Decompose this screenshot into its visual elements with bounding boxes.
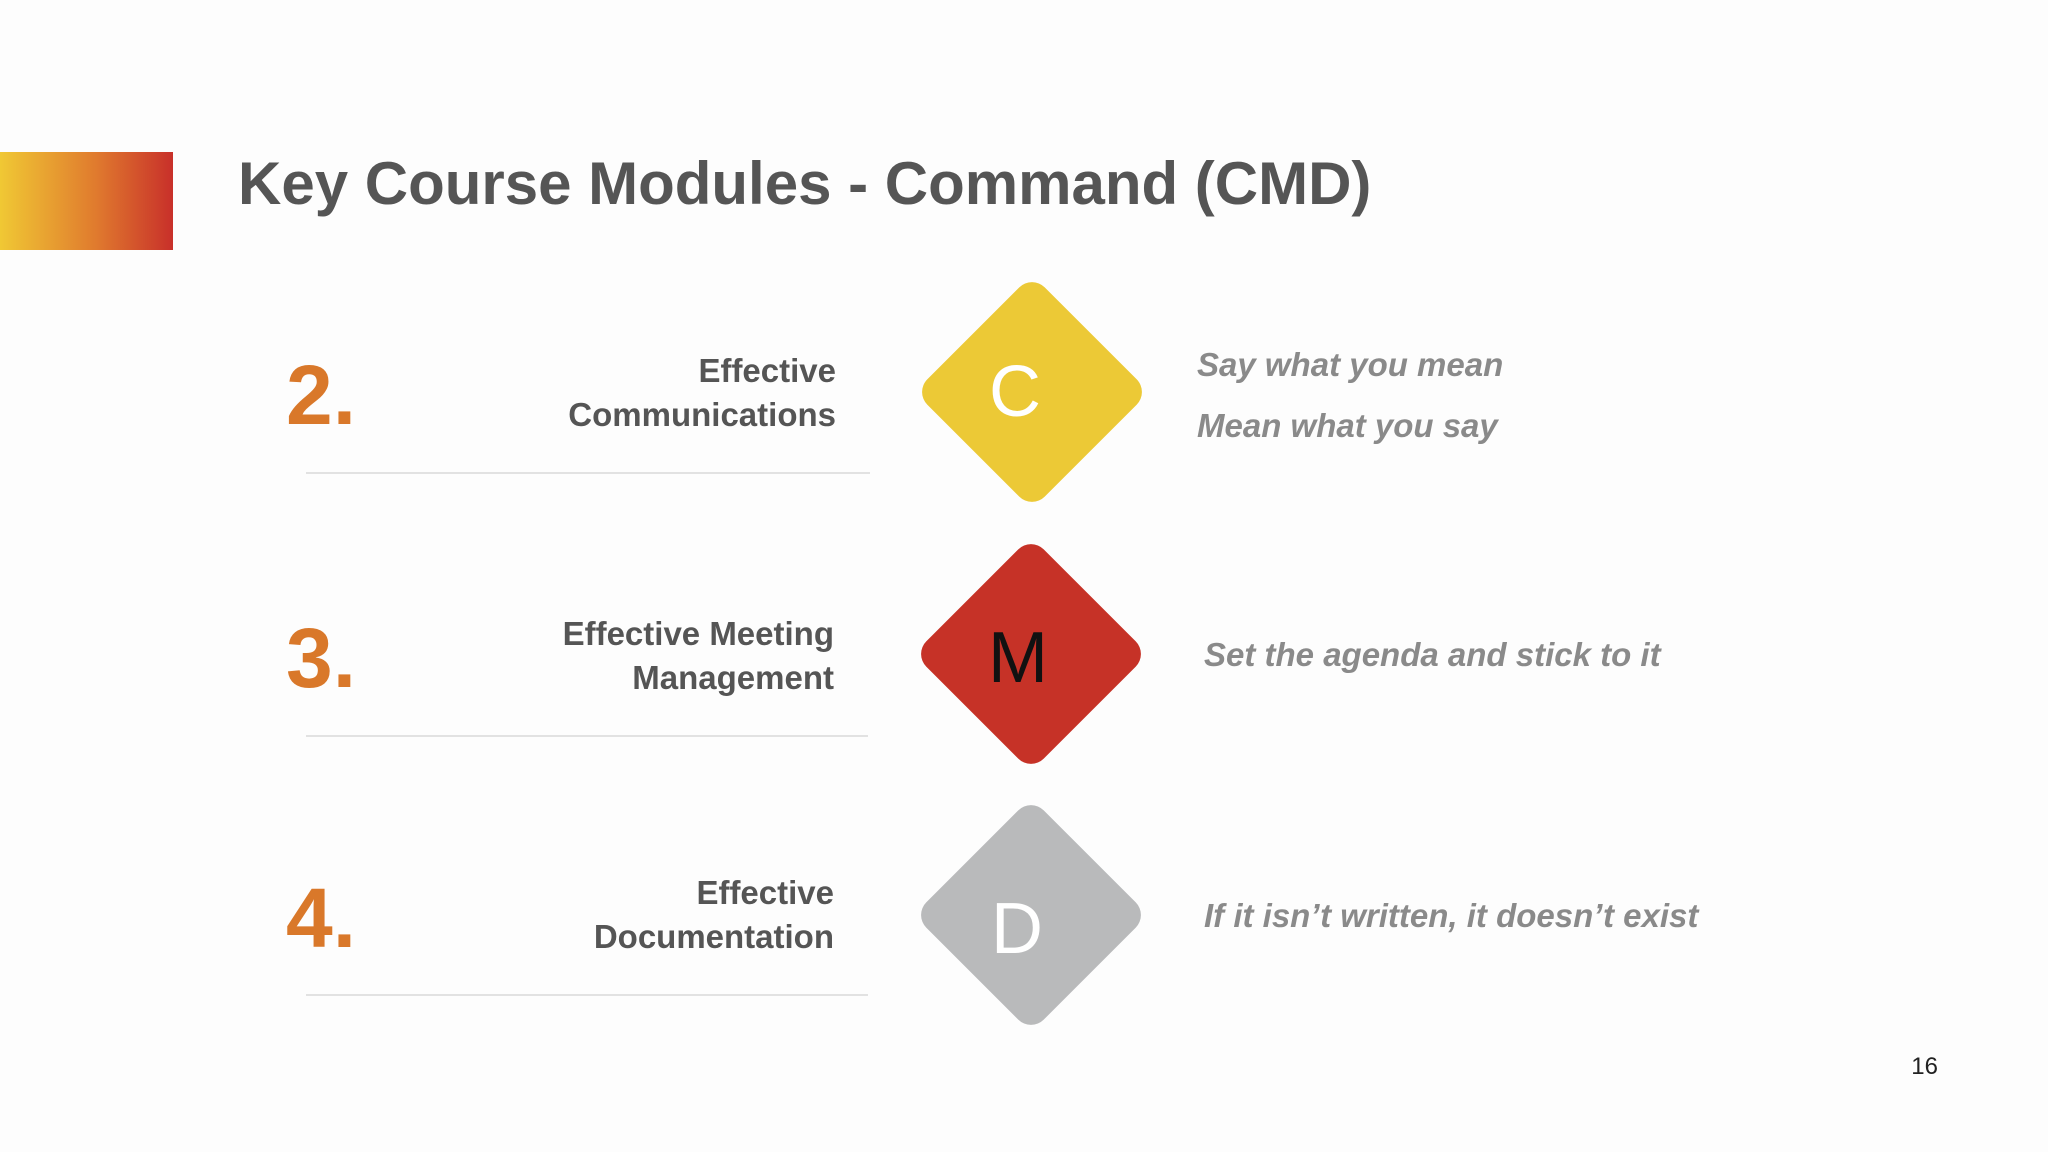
module-name-documentation: Effective Documentation: [414, 871, 834, 959]
module-number-2: 2.: [286, 348, 357, 442]
tagline: Set the agenda and stick to it: [1204, 636, 1661, 673]
module-name-line2: Communications: [568, 396, 836, 433]
diamond-letter-c: C: [989, 352, 1041, 432]
module-number-3: 3.: [286, 611, 357, 705]
module-number-4: 4.: [286, 871, 357, 965]
tagline: Mean what you say: [1197, 407, 1498, 444]
slide-title: Key Course Modules - Command (CMD): [238, 150, 1372, 217]
page-number: 16: [1911, 1053, 1938, 1080]
divider: [306, 735, 868, 737]
module-name-line2: Documentation: [593, 918, 834, 955]
tagline: Say what you mean: [1197, 346, 1504, 383]
accent-gradient-bar: [0, 152, 173, 250]
tagline: If it isn’t written, it doesn’t exist: [1204, 897, 1699, 934]
module-name-meeting-management: Effective Meeting Management: [414, 612, 834, 700]
module-name-line2: Management: [632, 659, 834, 696]
module-name-line1: Effective: [698, 352, 836, 389]
module-name-line1: Effective: [696, 874, 834, 911]
diamond-letter-m: M: [988, 618, 1048, 698]
diamond-letter-d: D: [991, 889, 1043, 969]
module-name-communications: Effective Communications: [416, 349, 836, 437]
divider: [306, 994, 868, 996]
divider: [306, 472, 870, 474]
module-name-line1: Effective Meeting: [562, 615, 834, 652]
